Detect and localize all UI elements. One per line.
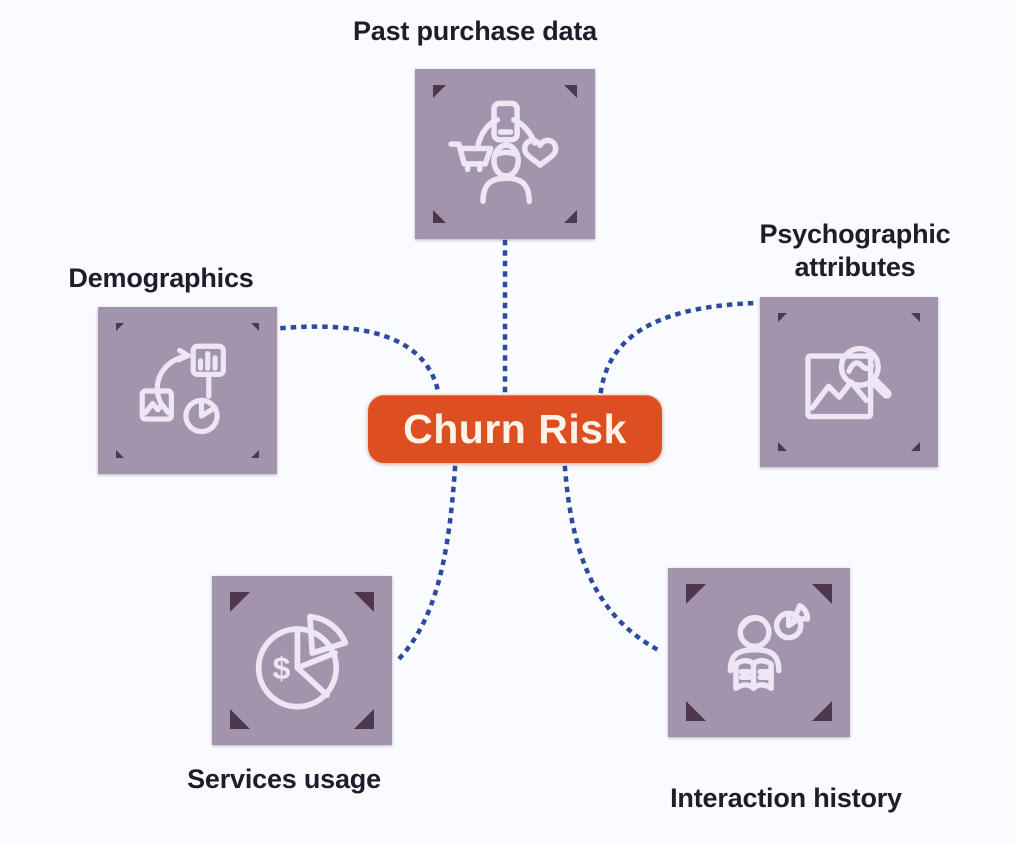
corner-mark bbox=[116, 450, 124, 458]
corner-mark bbox=[564, 85, 577, 98]
svg-text:$: $ bbox=[273, 650, 291, 686]
cart-phone-heart-person-icon bbox=[448, 100, 559, 205]
connector-interaction-history bbox=[562, 465, 666, 656]
label-interaction-history: Interaction history bbox=[670, 783, 902, 813]
label-psychographic-attributes: Psychographic attributes bbox=[759, 219, 951, 282]
corner-mark bbox=[433, 85, 446, 98]
center-node-label: Churn Risk bbox=[403, 405, 627, 452]
corner-mark bbox=[778, 313, 787, 322]
node-interaction-history bbox=[668, 568, 850, 737]
label-services-usage: Services usage bbox=[187, 764, 381, 794]
person-open-book-pie-icon bbox=[727, 602, 811, 691]
corner-mark bbox=[911, 442, 920, 451]
connector-psychographic-attributes bbox=[598, 300, 760, 394]
charts-cycle-icon bbox=[139, 343, 226, 434]
corner-mark bbox=[778, 442, 787, 451]
corner-mark bbox=[251, 323, 259, 331]
corner-mark bbox=[564, 210, 577, 223]
corner-mark bbox=[116, 323, 124, 331]
label-past-purchase-data: Past purchase data bbox=[352, 16, 597, 46]
dollar-pie-chart-icon: $ bbox=[255, 613, 349, 709]
corner-mark bbox=[911, 313, 920, 322]
corner-mark bbox=[251, 450, 259, 458]
node-services-usage: $ bbox=[212, 576, 392, 745]
center-node-churn-risk: Churn Risk bbox=[368, 395, 662, 463]
image-magnifier-icon bbox=[805, 345, 892, 420]
label-demographics: Demographics bbox=[68, 263, 254, 293]
connector-services-usage bbox=[392, 465, 458, 666]
node-demographics bbox=[98, 307, 277, 474]
corner-mark bbox=[433, 210, 446, 223]
connector-demographics bbox=[269, 324, 441, 394]
node-psychographic-attributes bbox=[760, 297, 938, 467]
node-past-purchase-data bbox=[415, 69, 595, 239]
